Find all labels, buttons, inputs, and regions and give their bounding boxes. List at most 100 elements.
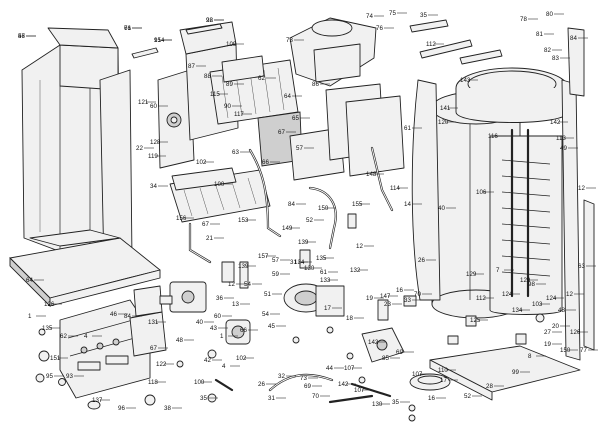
callout-number: 81 <box>536 31 543 38</box>
callout-29: 57 <box>296 145 314 152</box>
callout-number: 46 <box>110 311 117 318</box>
callout-152: 20 <box>552 323 570 330</box>
callout-79: 133 <box>320 277 338 284</box>
cylinder-rear-shell <box>411 79 441 301</box>
callout-114: 151 <box>50 355 68 362</box>
cylinder-jacket-top <box>455 67 569 123</box>
callout-130: 31 <box>268 395 286 402</box>
callout-number: 17 <box>440 377 447 384</box>
callout-99: 60 <box>214 313 232 320</box>
callout-number: 124 <box>546 295 557 302</box>
callout-122: 48 <box>176 337 194 344</box>
callout-number: 31 <box>290 259 297 266</box>
callout-number: 148 <box>366 171 377 178</box>
callout-number: 44 <box>326 365 333 372</box>
callout-number: 114 <box>390 185 400 192</box>
callout-number: 47 <box>18 33 25 40</box>
callout-27: 65 <box>292 115 310 122</box>
callout-92: 125 <box>470 317 488 324</box>
callout-93: 124 <box>502 291 520 298</box>
callout-126: 35 <box>200 395 218 402</box>
callout-24: 62 <box>258 75 276 82</box>
callout-65: 21 <box>206 235 224 242</box>
callout-10: 35 <box>420 12 438 19</box>
callout-87: 26 <box>418 257 436 264</box>
callout-number: 26 <box>258 381 265 388</box>
callout-number: 126 <box>44 301 55 308</box>
callout-number: 119 <box>148 153 158 160</box>
callout-115: 95 <box>46 373 64 380</box>
callout-155: 63 <box>578 263 596 270</box>
callout-number: 142 <box>338 381 349 388</box>
callout-116: 93 <box>66 373 84 380</box>
callout-85: 18 <box>346 315 364 322</box>
callout-number: 4 <box>222 363 226 370</box>
callout-125: 100 <box>194 379 212 386</box>
callout-41: 22 <box>136 145 154 152</box>
callout-number: 34 <box>150 183 157 190</box>
callout-number: 84 <box>288 201 295 208</box>
callout-42: 102 <box>196 159 214 166</box>
callout-number: 86 <box>312 81 319 88</box>
callout-number: 54 <box>244 281 251 288</box>
callout-number: 1 <box>220 333 224 340</box>
callout-number: 112 <box>426 41 436 48</box>
callout-number: 28 <box>206 17 213 24</box>
callout-17: 86 <box>312 81 330 88</box>
callout-number: 52 <box>306 217 313 224</box>
callout-138: 107 <box>354 387 372 394</box>
callout-60: 139 <box>298 239 316 246</box>
callout-number: 130 <box>372 401 383 408</box>
callout-156: 77 <box>580 347 598 354</box>
callout-106: 126 <box>44 301 62 308</box>
callout-163: 56 <box>18 33 36 40</box>
callout-number: 126 <box>570 329 581 336</box>
callout-158: 150 <box>560 347 578 354</box>
callout-number: 56 <box>18 33 25 40</box>
fan-hood <box>289 17 377 87</box>
callout-number: 35 <box>392 399 399 406</box>
callout-number: 120 <box>438 119 449 126</box>
callout-55: 106 <box>476 189 494 196</box>
callout-143: 69 <box>396 349 414 356</box>
callout-13: 81 <box>536 31 554 38</box>
callout-37: 141 <box>440 105 458 112</box>
callout-102: 54 <box>262 311 280 318</box>
callout-number: 134 <box>294 259 305 266</box>
callout-164: 66 <box>124 25 142 32</box>
callout-107: 46 <box>110 311 128 318</box>
callout-72: 54 <box>244 281 262 288</box>
callout-number: 143 <box>460 77 471 84</box>
callout-36: 112 <box>426 41 444 48</box>
callout-number: 17 <box>324 305 331 312</box>
callout-number: 125 <box>470 317 481 324</box>
callout-number: 137 <box>92 397 103 404</box>
callout-127: 4 <box>222 363 240 370</box>
callout-117: 137 <box>92 397 110 404</box>
callout-number: 57 <box>296 145 303 152</box>
callout-46: 66 <box>262 159 280 166</box>
callout-159: 110 <box>438 367 456 374</box>
callout-38: 120 <box>438 119 456 126</box>
callout-70: 139 <box>238 263 256 270</box>
callout-31: 61 <box>404 125 422 132</box>
callout-140: 35 <box>392 399 410 406</box>
callout-number: 49 <box>560 145 567 152</box>
callout-137: 142 <box>338 381 356 388</box>
callout-75: 61 <box>320 269 338 276</box>
callout-number: 151 <box>50 355 61 362</box>
callout-number: 51 <box>264 291 271 298</box>
callout-number: 112 <box>476 295 486 302</box>
callout-number: 149 <box>282 225 293 232</box>
callout-133: 69 <box>304 383 322 390</box>
callout-number: 84 <box>124 313 131 320</box>
callout-61: 157 <box>258 253 276 260</box>
callout-number: 124 <box>502 291 513 298</box>
burner <box>169 167 271 223</box>
callout-89: 70 <box>414 291 432 298</box>
callout-124: 42 <box>204 357 222 364</box>
callout-number: 142 <box>368 339 379 346</box>
callout-number: 129 <box>520 277 531 284</box>
callout-number: 63 <box>578 263 585 270</box>
callout-number: 141 <box>440 105 451 112</box>
